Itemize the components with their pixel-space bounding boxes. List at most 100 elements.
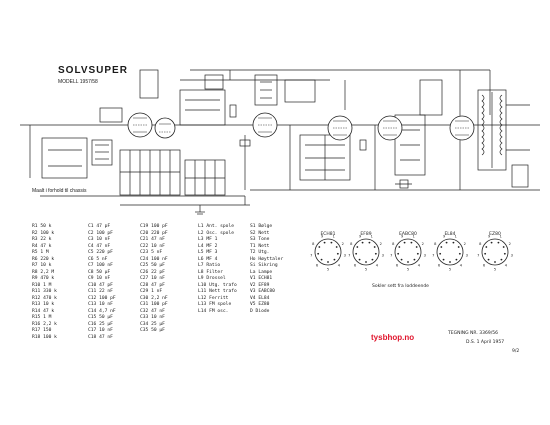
tube-v3 — [327, 115, 353, 141]
part-value: 47 pF — [148, 282, 165, 288]
part-value: Ratio — [203, 263, 221, 268]
socket-pin-number: 7 — [348, 253, 350, 257]
part-ref: V5 — [250, 302, 256, 307]
parts-row: Ho Høyttaler — [250, 257, 283, 264]
socket-pin-number: 4 — [338, 264, 341, 268]
parts-row: C29 1 nF — [140, 289, 168, 296]
part-ref: C2 — [88, 230, 94, 236]
part-ref: C3 — [88, 237, 94, 242]
part-value: 100 pF — [148, 224, 168, 229]
part-ref: C33 — [140, 315, 149, 320]
part-ref: C14 — [88, 308, 97, 314]
socket-pin-number: 7 — [310, 253, 312, 257]
legend-note: Maalt i forhold til chassis — [32, 188, 87, 194]
parts-row: C30 2,2 nF — [140, 296, 168, 303]
socket-pin-number: 5 — [407, 268, 409, 272]
part-ref: C7 — [88, 263, 94, 268]
socket-pin-number: 4 — [505, 264, 508, 268]
parts-row: L13 FM spole — [198, 302, 237, 309]
parts-row: L14 FM osc. — [198, 309, 237, 316]
part-value: Høyttaler — [255, 256, 284, 262]
socket-pin — [503, 252, 506, 255]
socket-pin-number: 2 — [380, 242, 382, 246]
part-ref: C1 — [88, 224, 94, 229]
socket-pin — [484, 252, 487, 255]
parts-row: C4 47 nF — [88, 244, 116, 251]
part-ref: R10 — [32, 282, 41, 288]
socket-pin — [458, 252, 461, 255]
part-value: 10 nF — [93, 276, 111, 281]
socket-pin — [355, 252, 358, 255]
parts-row: R12 470 k — [32, 296, 57, 303]
part-value: 2,2 k — [40, 321, 57, 327]
parts-row: L1 Ant. spole — [198, 224, 237, 231]
part-ref: L4 — [198, 243, 204, 249]
part-value: Ant. spole — [203, 224, 234, 229]
socket-pin — [365, 261, 367, 263]
part-value: 10 nF — [148, 276, 165, 281]
socket-pin — [397, 252, 400, 255]
part-ref: L14 — [198, 308, 207, 314]
part-ref: C21 — [140, 237, 149, 242]
parts-row: L10 Utg. trafo — [198, 283, 237, 290]
part-value: 100 pF — [148, 302, 168, 307]
part-value: 100 pF — [96, 295, 116, 301]
socket-pin-number: 1 — [455, 235, 457, 239]
part-ref: R14 — [32, 308, 41, 314]
parts-row: C34 25 µF — [140, 322, 168, 329]
socket-pin — [497, 241, 500, 244]
part-ref: R2 — [32, 230, 38, 236]
parts-row: C19 100 pF — [140, 224, 168, 231]
parts-row: R6 220 k — [32, 257, 57, 264]
socket-pin-number: 4 — [376, 264, 379, 268]
socket-pin-number: 5 — [327, 268, 329, 272]
part-value: 10 k — [37, 263, 52, 268]
part-ref: C4 — [88, 243, 94, 249]
part-ref: L13 — [198, 302, 207, 307]
part-value: Nett — [255, 243, 270, 249]
drawing-number: TEGNING NR. 3369/56 — [448, 331, 498, 336]
part-value: Drossel — [203, 276, 226, 281]
parts-row: C15 50 µF — [88, 315, 116, 322]
parts-row: C24 100 nF — [140, 257, 168, 264]
socket-pin — [398, 246, 401, 248]
part-value: 25 µF — [148, 321, 165, 327]
socket-pin-number: 9 — [443, 235, 446, 239]
socket-pin — [487, 258, 490, 261]
part-value: 220 pF — [93, 250, 113, 255]
part-ref: L6 — [198, 256, 204, 262]
part-value: 50 µF — [93, 269, 111, 275]
parts-row: C35 50 µF — [140, 328, 168, 335]
part-ref: R1 — [32, 224, 38, 229]
parts-row: V1 ECH81 — [250, 276, 283, 283]
socket-pin-number: 8 — [434, 242, 437, 246]
part-value: 330 k — [40, 289, 57, 294]
parts-row: R3 22 k — [32, 237, 57, 244]
part-value: MF 3 — [203, 250, 218, 255]
socket-pin-number: 9 — [488, 235, 491, 239]
socket-pin — [327, 261, 329, 263]
part-ref: C5 — [88, 250, 94, 255]
part-ref: C23 — [140, 250, 149, 255]
parts-row: R18 100 k — [32, 335, 57, 342]
tube-v5 — [449, 115, 475, 141]
socket-pin-number: 7 — [432, 253, 434, 257]
socket-label: EABC80 — [399, 231, 417, 237]
socket-pin — [373, 246, 376, 248]
part-ref: R15 — [32, 315, 41, 320]
part-ref: V1 — [250, 276, 256, 281]
part-value: Filter — [203, 269, 223, 275]
parts-row: C31 100 pF — [140, 302, 168, 309]
part-value: Diode — [252, 308, 270, 314]
socket-pin — [455, 258, 458, 261]
socket-pin-number: 1 — [500, 235, 502, 239]
part-ref: C27 — [140, 276, 149, 281]
parts-row: C1 47 pF — [88, 224, 116, 231]
part-value: 47 pF — [93, 224, 111, 229]
part-value: EF89 — [255, 282, 270, 288]
part-value: 100 k — [37, 230, 55, 236]
parts-row: D Diode — [250, 309, 283, 316]
